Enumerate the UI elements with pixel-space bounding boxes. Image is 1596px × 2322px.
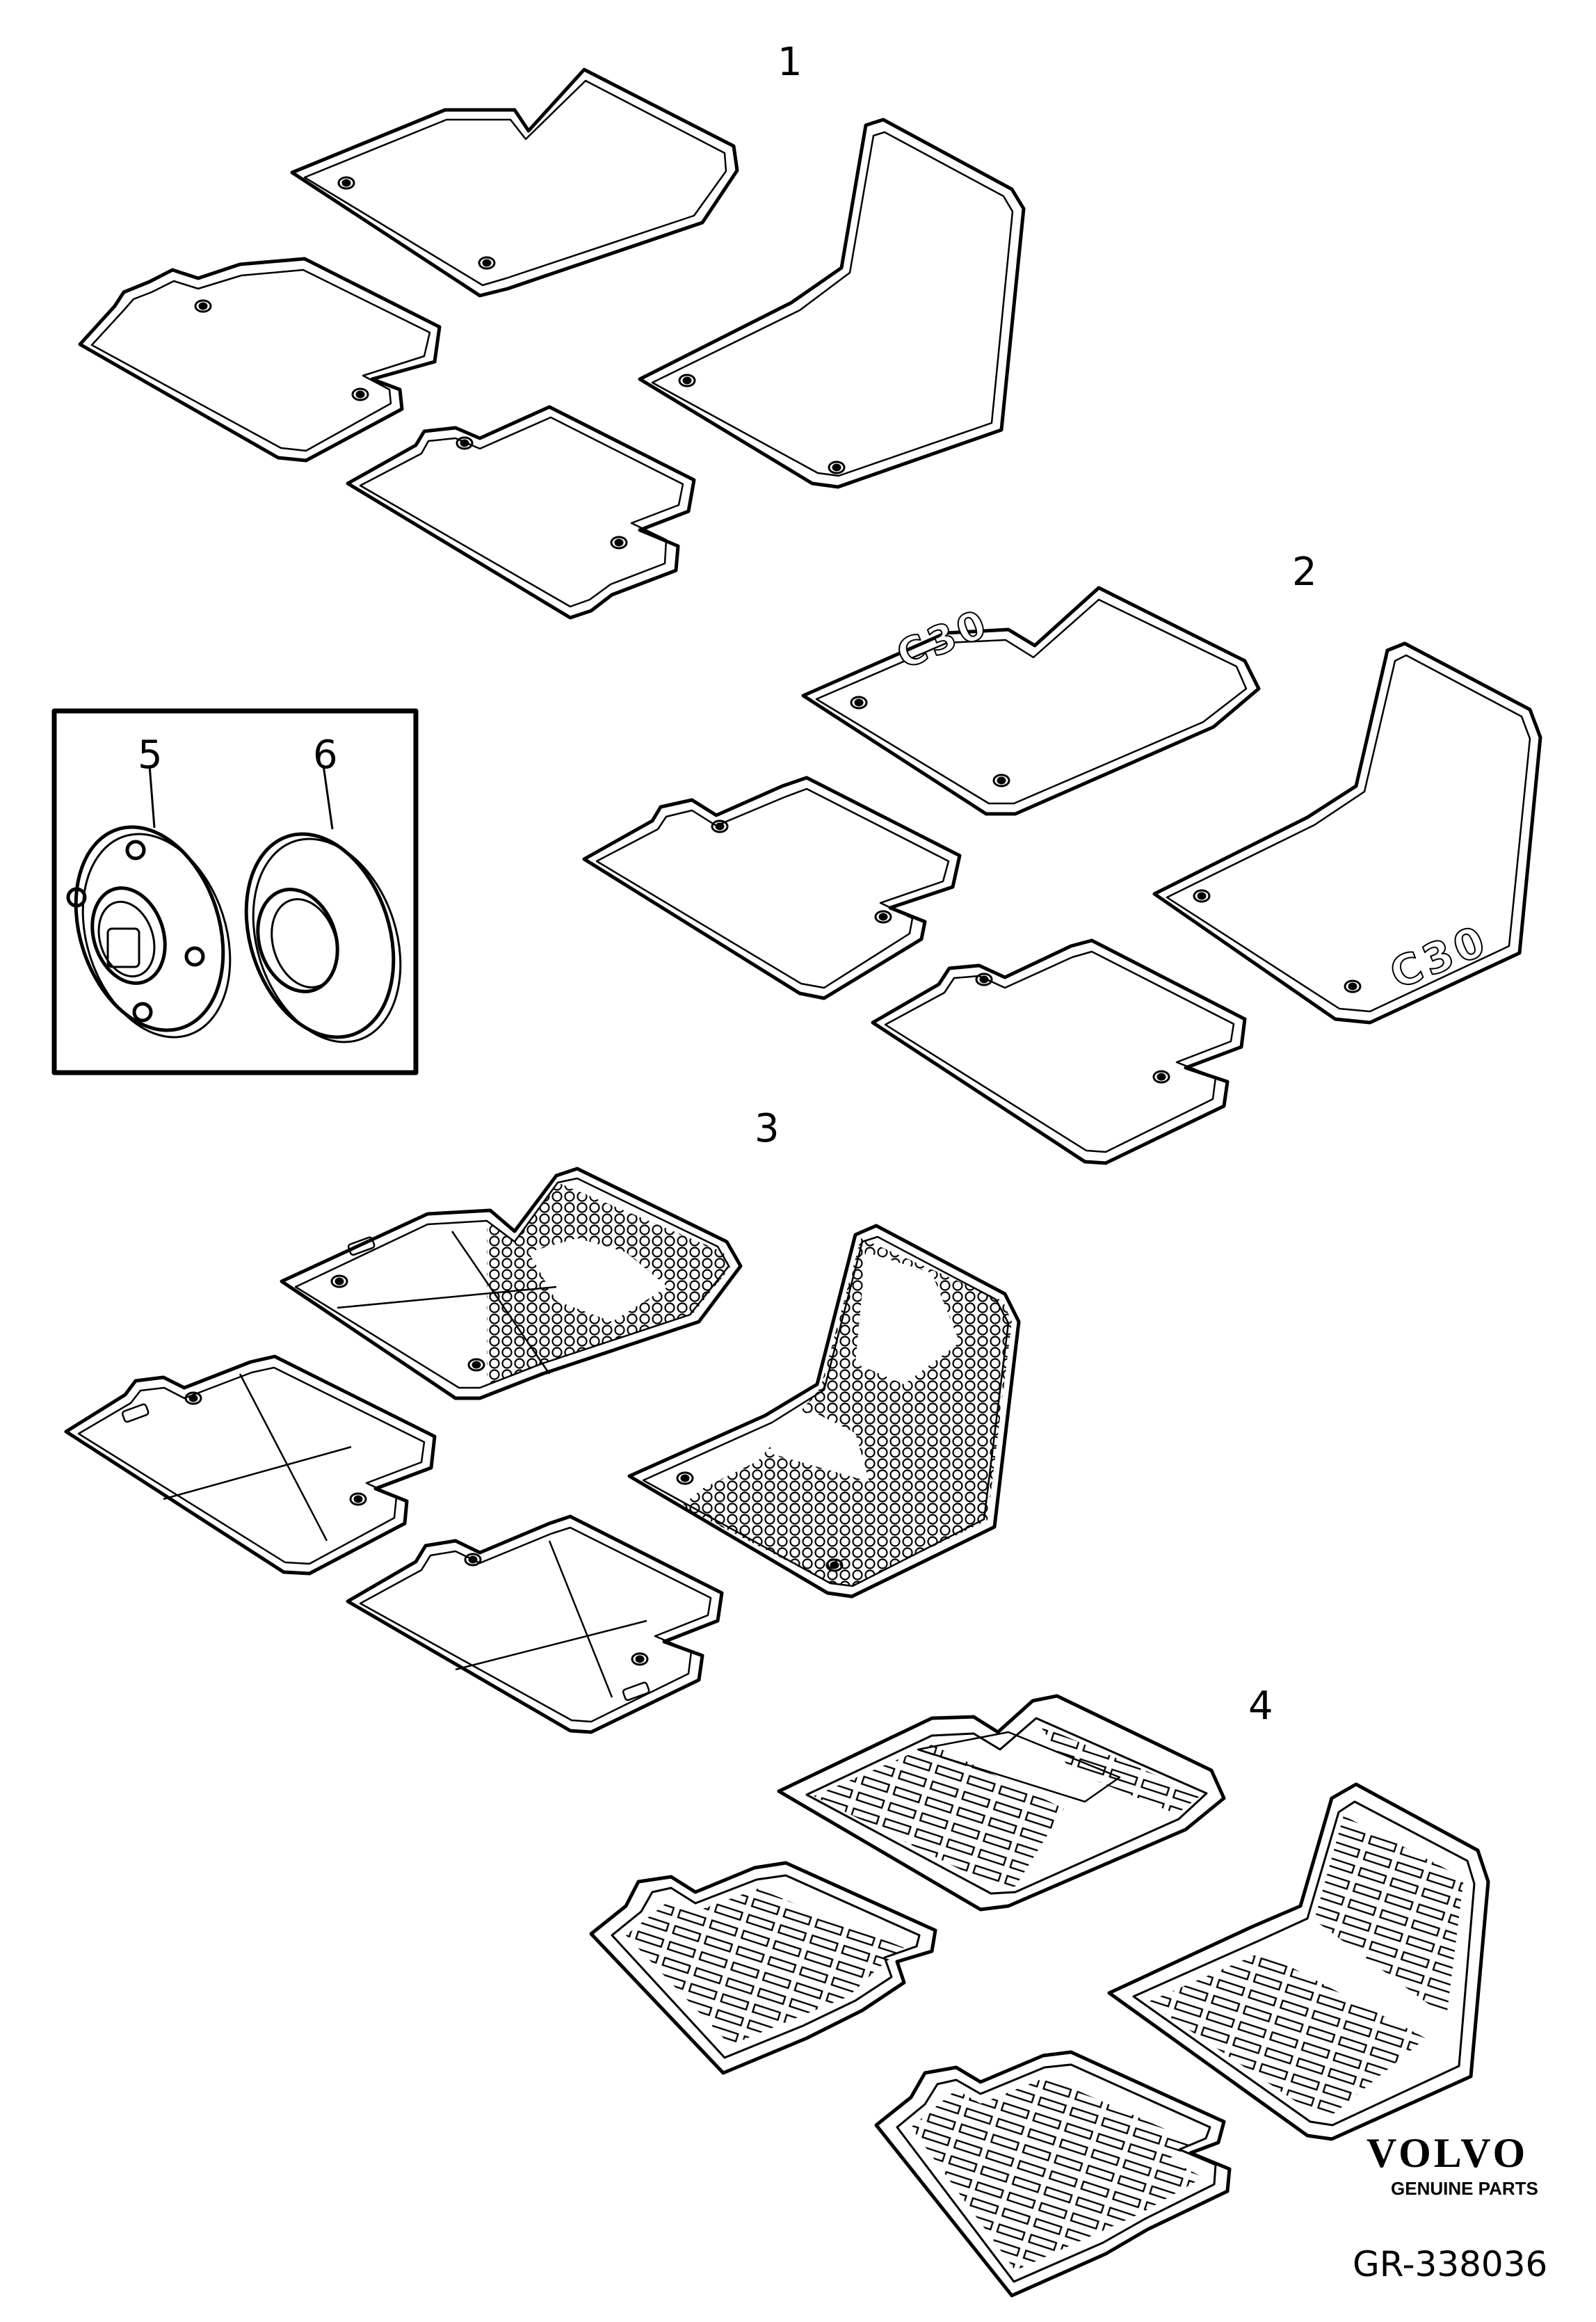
part-5-clip	[66, 764, 232, 1039]
mat-front-driver-4	[777, 1694, 1226, 1912]
mat-front-driver-1	[290, 67, 739, 298]
mat-front-driver-3	[280, 1167, 743, 1400]
callout-3: 3	[755, 1106, 780, 1151]
mat-front-passenger-1	[638, 118, 1026, 489]
mat-front-passenger-2: C30	[1152, 641, 1542, 1025]
mat-rear-right-4	[874, 2050, 1232, 2298]
mat-set-1	[78, 67, 1026, 620]
diagram-reference: GR-338036	[1353, 2244, 1548, 2284]
mat-rear-left-4	[589, 1861, 937, 2075]
callout-2: 2	[1292, 550, 1317, 595]
front-mat-logo: C30	[891, 600, 996, 678]
mat-set-3	[64, 1167, 1021, 1734]
mat-front-passenger-4	[1107, 1782, 1490, 2141]
mat-front-passenger-3	[627, 1224, 1021, 1599]
volvo-logo: VOLVO	[1367, 2130, 1529, 2176]
callout-1: 1	[777, 40, 803, 85]
mat-front-driver-2: C30	[801, 586, 1261, 816]
part-6-clip	[244, 764, 402, 1043]
mat-rear-left-2	[582, 776, 962, 1000]
callout-5: 5	[138, 732, 163, 778]
mat-rear-right-1	[346, 405, 696, 620]
mat-rear-right-3	[346, 1514, 724, 1734]
mat-set-2: C30 C30	[582, 586, 1542, 1165]
rear-mat-logo: C30	[1383, 915, 1495, 998]
mat-set-4	[589, 1694, 1490, 2298]
callout-4: 4	[1248, 1683, 1273, 1729]
genuine-parts-label: GENUINE PARTS	[1391, 2178, 1538, 2199]
callout-6: 6	[313, 732, 338, 778]
mat-rear-left-3	[64, 1354, 437, 1576]
mat-rear-right-2	[871, 938, 1247, 1165]
inset-frame	[51, 708, 419, 1075]
mat-rear-left-1	[78, 257, 442, 463]
clip-inset	[51, 708, 419, 1075]
